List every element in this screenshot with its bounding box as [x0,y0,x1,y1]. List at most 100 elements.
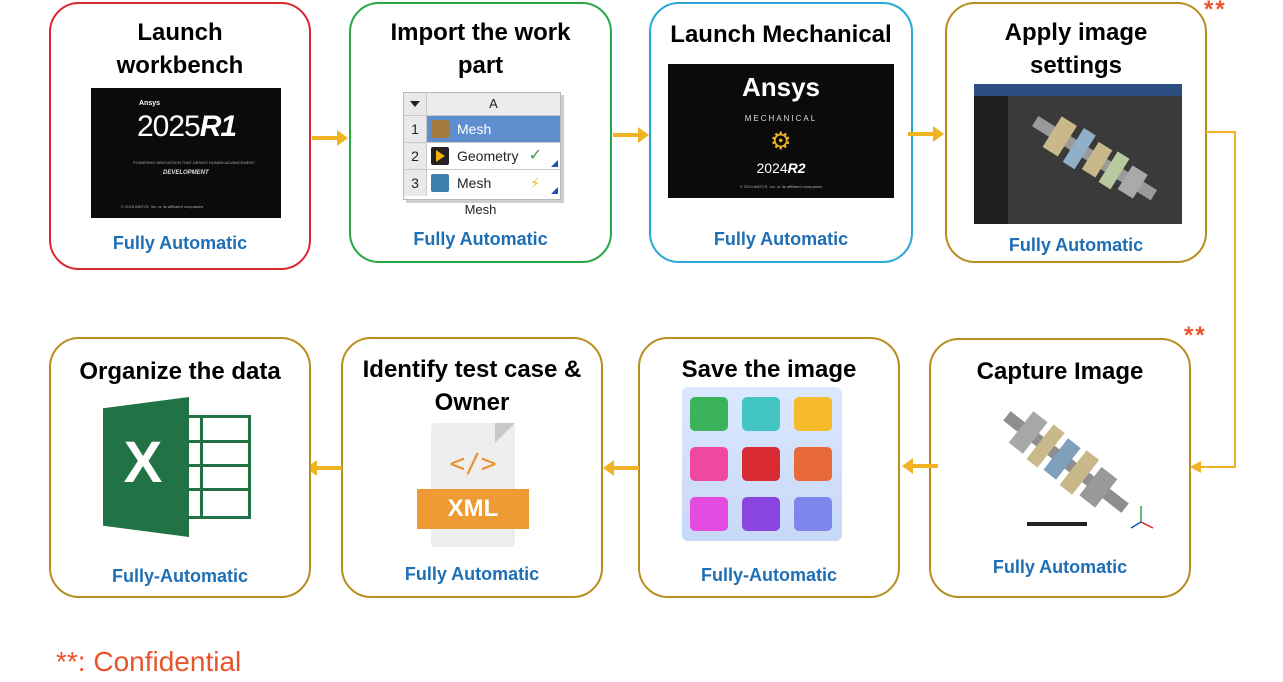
folder-icon [690,497,728,531]
connector-arrowhead [1190,461,1201,473]
step-title: Organize the data [79,358,281,385]
corner-indicator-icon [551,187,558,194]
connector-vertical [1234,131,1236,468]
connector-return [1200,466,1236,468]
column-header: A [427,93,560,115]
step-capture-image: Capture Image Fully Automatic [929,338,1191,598]
row-label-text: Geometry [457,148,519,164]
excel-icon: X [103,397,253,537]
splash-copyright: © 2025 ANSYS, Inc. or its affiliated com… [121,204,204,209]
mesh-cube-icon [431,174,449,192]
step-title: Launch Mechanical [670,21,892,48]
row-number: 3 [404,170,427,196]
ansys-mechanical-splash-image: Ansys MECHANICAL ⚙ 2024R2 © 2024 ANSYS, … [668,64,894,198]
arrow-1-to-2 [312,130,348,146]
step-status: Fully Automatic [713,229,849,249]
tree-panel [974,96,1008,224]
step-save-the-image: Save the image Fully-Automatic [638,337,900,598]
step-title: Save the image [681,356,857,383]
splash-version: 2024R2 [668,160,894,176]
step-status: Fully Automatic [404,564,540,584]
chevron-down-icon[interactable] [410,101,420,107]
splash-copyright: © 2024 ANSYS, Inc. or its affiliated com… [739,184,823,189]
table-corner [404,93,427,115]
step-import-work-part: Import the work part A 1 Mesh 2 Geometry… [349,2,612,263]
row-label: Geometry ✓ [427,143,560,169]
xml-file-icon: </> XML [417,423,531,549]
folder-icon [794,447,832,481]
folder-icon [742,397,780,431]
folder-icon [690,397,728,431]
arrow-7-to-8 [306,460,342,476]
splash-brand: Ansys [741,72,821,102]
splash-brand: Ansys [139,100,161,107]
splash-tagline: POWERING INNOVATION THAT DRIVES HUMAN AD… [133,160,255,165]
confidential-note: **: Confidential [56,646,241,678]
mechanical-window-screenshot [974,84,1182,224]
arrow-5-to-6 [902,458,938,474]
splash-product: MECHANICAL [744,114,818,123]
row-label: Mesh [427,116,560,142]
folder-icon [742,497,780,531]
arrow-2-to-3 [613,127,649,143]
excel-book [103,397,189,537]
confidential-note-text: : Confidential [77,646,242,677]
step-title: Capture Image [976,358,1144,385]
confidential-mark: ** [1184,322,1207,349]
gear-icon: ⚙ [770,128,792,155]
step-title: Identify test case & Owner [362,356,582,416]
folder-icon [794,397,832,431]
step-status: Fully Automatic [1008,235,1144,255]
gear-shaft-model [1031,115,1158,201]
lightning-icon: ⚡ [530,175,540,191]
corner-indicator-icon [551,160,558,167]
table-row[interactable]: 2 Geometry ✓ [404,142,560,169]
step-status: Fully Automatic [992,557,1128,577]
row-number: 2 [404,143,427,169]
confidential-note-mark: ** [56,646,78,677]
row-number: 1 [404,116,427,142]
xml-badge: XML [417,489,529,529]
splash-version-number: 2024 [756,160,788,176]
splash-release: R2 [787,160,806,176]
connector-row1-to-row2 [1206,131,1235,133]
confidential-mark: ** [1204,0,1227,23]
workbench-system-table: A 1 Mesh 2 Geometry ✓ 3 Mesh [403,92,561,200]
splash-version: 2025R1 [137,110,237,144]
row-label-text: Mesh [457,175,492,191]
step-title: Import the work part [390,19,571,79]
step-status: Fully-Automatic [111,566,248,586]
code-tag-icon: </> [449,449,497,479]
step-status: Fully Automatic [413,229,548,249]
step-launch-mechanical: Launch Mechanical Ansys MECHANICAL ⚙ 202… [649,2,913,263]
excel-letter: X [123,430,163,495]
ansys-2025-splash-image: Ansys 2025R1 POWERING INNOVATION THAT DR… [91,88,281,218]
geometry-icon [431,147,449,165]
splash-release: R1 [199,110,237,143]
folder-icon [690,447,728,481]
splash-edition: DEVELOPMENT [163,170,209,176]
row-label: Mesh ⚡ [427,170,560,196]
workbench-caption: Mesh [464,202,497,217]
file-corner-fold [495,423,515,443]
folders-image [682,387,842,541]
splash-version-number: 2025 [137,110,201,143]
toolbar [974,84,1182,96]
arrow-6-to-7 [603,460,639,476]
captured-gear-shaft-image [1003,411,1154,529]
check-icon: ✓ [528,147,542,164]
step-status: Fully-Automatic [700,565,837,585]
arrow-3-to-4 [908,126,944,142]
step-status: Fully Automatic [112,233,248,253]
step-launch-workbench: Launch workbench Ansys 2025R1 POWERING I… [49,2,311,270]
step-title: Apply image settings [1004,19,1148,79]
step-organize-the-data: Organize the data X Fully-Automatic [49,337,311,598]
step-title: Launch workbench [116,19,244,79]
mesh-cube-icon [431,120,449,138]
row-label-text: Mesh [457,121,492,137]
folder-icon [742,447,780,481]
table-row[interactable]: 1 Mesh [404,115,560,142]
table-row[interactable]: 3 Mesh ⚡ [404,169,560,196]
step-apply-image-settings: Apply image settings Fully Automatic [945,2,1207,263]
step-identify-test-case-owner: Identify test case & Owner </> XML Fully… [341,337,603,598]
